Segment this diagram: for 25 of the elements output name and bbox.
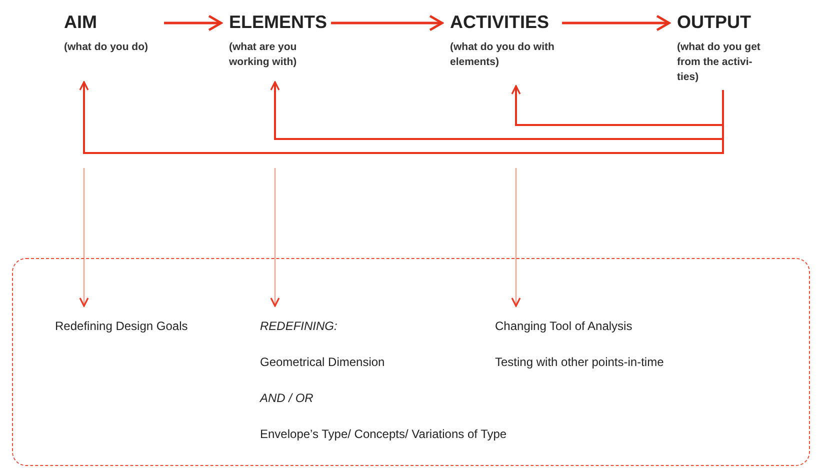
stage-description: (what do you get from the activi- ties) — [677, 40, 762, 85]
arrow — [79, 168, 89, 307]
outcome-text: Redefining Design Goals — [55, 319, 188, 333]
outcome-text: Geometrical Dimension — [260, 355, 385, 369]
stage-heading: AIM — [64, 11, 97, 34]
outcome-text: Envelope’s Type/ Concepts/ Variations of Type — [260, 427, 507, 441]
stage-heading: OUTPUT — [677, 11, 751, 34]
arrow — [79, 81, 724, 154]
outcome-text: Testing with other points-in-time — [495, 355, 664, 369]
arrow — [511, 85, 724, 126]
stage-heading: ACTIVITIES — [450, 11, 550, 34]
arrow — [270, 168, 280, 307]
arrow — [562, 14, 670, 32]
dashed-panel — [12, 258, 810, 466]
arrow — [511, 168, 521, 307]
arrow — [270, 81, 724, 140]
stage-description: (what do you do) — [64, 40, 148, 55]
outcome-text: AND / OR — [260, 391, 314, 405]
stage-heading: ELEMENTS — [229, 11, 328, 34]
outcome-text: REDEFINING: — [260, 319, 338, 333]
arrow — [164, 14, 222, 32]
stage-description: (what are you working with) — [229, 40, 298, 70]
outcome-text: Changing Tool of Analysis — [495, 319, 632, 333]
stage-description: (what do you do with elements) — [450, 40, 556, 70]
arrow — [331, 14, 444, 32]
